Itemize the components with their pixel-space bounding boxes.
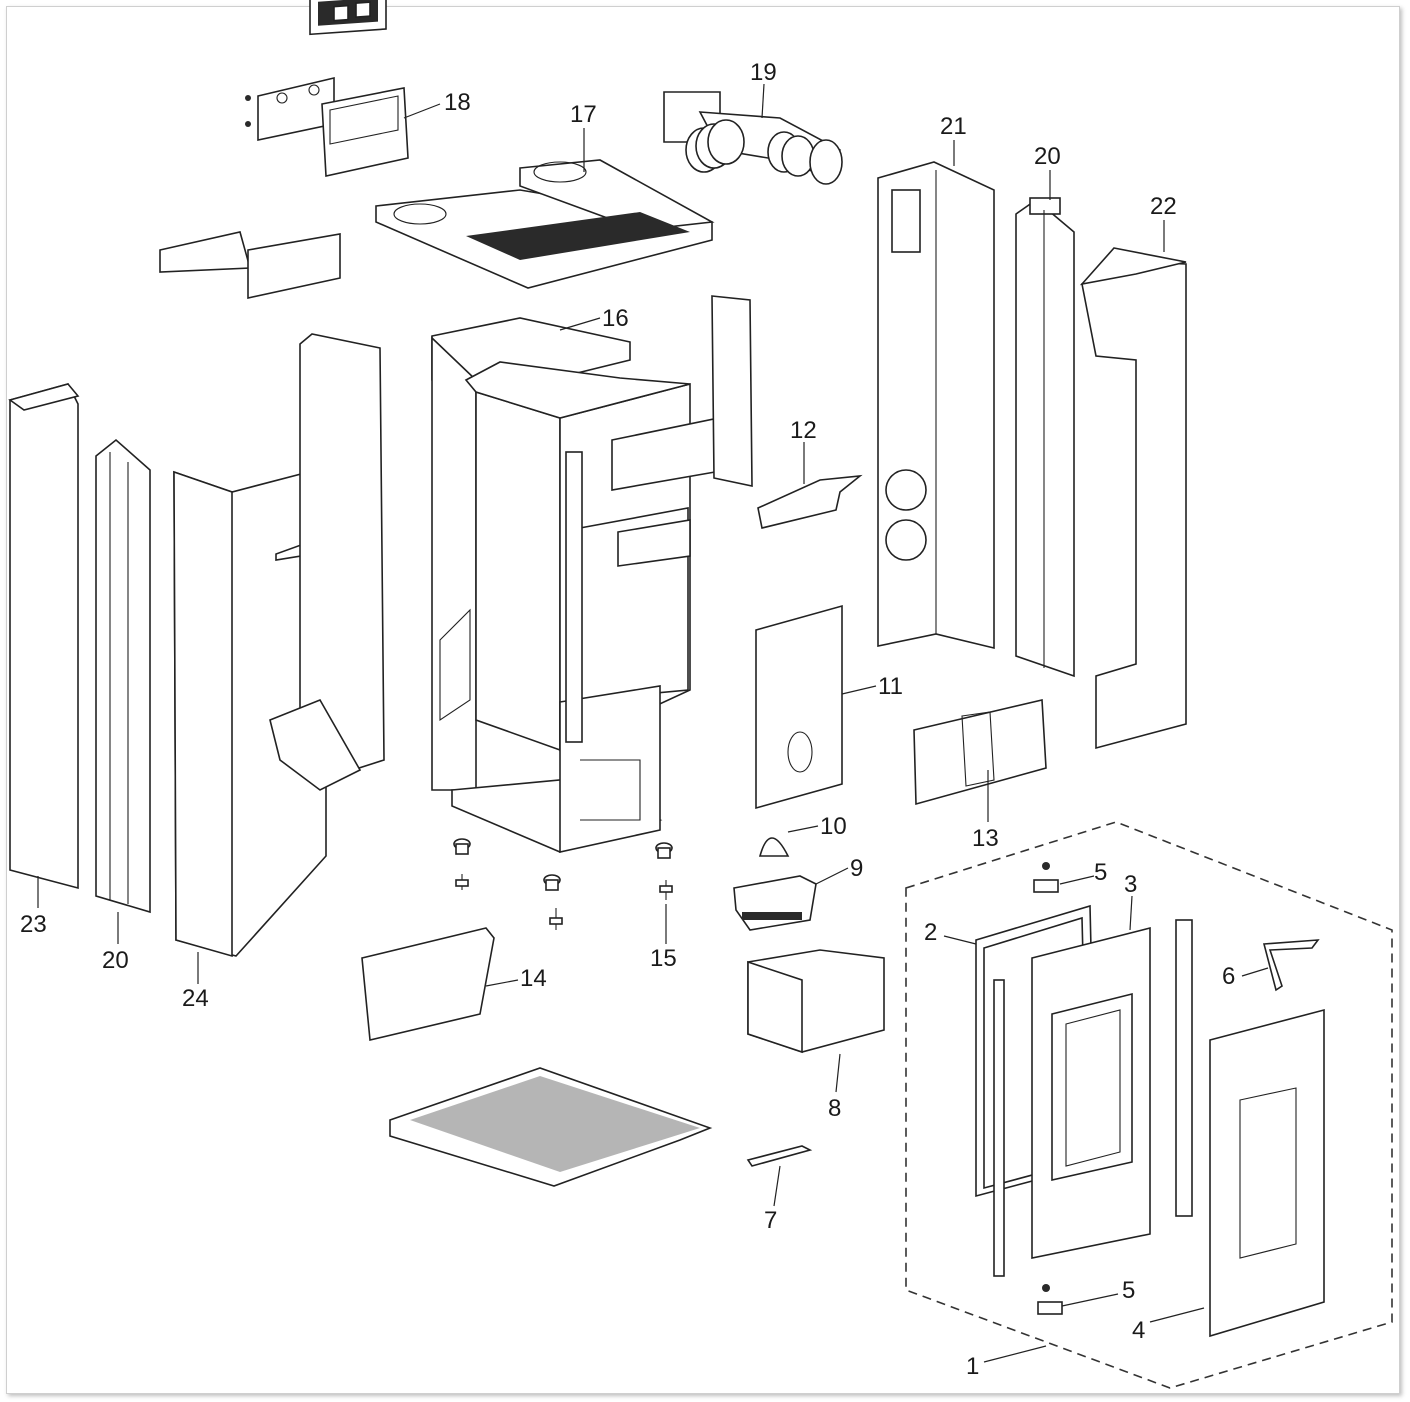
part-13-plate — [913, 699, 1047, 806]
callout-6: 6 — [1222, 963, 1235, 990]
callout-3: 3 — [1124, 871, 1137, 898]
part-20-upright-right — [1015, 197, 1075, 678]
part-21-rear-panel — [877, 161, 995, 650]
part-6-handle — [1262, 939, 1320, 992]
part-8-ash-drawer — [747, 949, 885, 1054]
callout-22: 22 — [1150, 193, 1177, 220]
callout-18: 18 — [444, 89, 471, 116]
callout-11: 11 — [878, 673, 903, 700]
part-24-front-panel — [173, 333, 385, 958]
part-20-upright-left — [95, 438, 151, 914]
callout-13: 13 — [972, 825, 999, 852]
leader-lines — [37, 83, 1269, 1363]
callout-5-bottom: 5 — [1122, 1277, 1135, 1304]
callout-10: 10 — [820, 813, 847, 840]
part-14-bracket — [361, 927, 495, 1041]
callout-24: 24 — [182, 985, 209, 1012]
part-9-burn-pot — [733, 875, 817, 931]
callout-16: 16 — [602, 305, 629, 332]
callout-4: 4 — [1132, 1317, 1145, 1344]
callout-21: 21 — [940, 113, 967, 140]
callout-12: 12 — [790, 417, 817, 444]
part-17-top-plate — [375, 159, 715, 289]
callout-14: 14 — [520, 965, 547, 992]
callout-17: 17 — [570, 101, 597, 128]
part-16-main-body — [431, 295, 753, 853]
part-12-deflector — [757, 474, 863, 529]
part-10-clip — [758, 837, 790, 857]
part-5-hinge-bottom — [1037, 1284, 1063, 1315]
part-18-control-panel — [245, 0, 409, 177]
callout-labels: 18 17 19 21 20 22 16 12 11 13 10 9 8 14 … — [20, 59, 1235, 1380]
callout-9: 9 — [850, 855, 863, 882]
callout-15: 15 — [650, 945, 677, 972]
callout-8: 8 — [828, 1095, 841, 1122]
part-3-door-frame — [993, 926, 1151, 1277]
callout-23: 23 — [20, 911, 47, 938]
callout-1: 1 — [966, 1353, 979, 1380]
callout-5-top: 5 — [1094, 859, 1107, 886]
callout-2: 2 — [924, 919, 937, 946]
part-11-back-plate — [755, 604, 843, 810]
callout-7: 7 — [764, 1207, 777, 1234]
callout-19: 19 — [750, 59, 777, 86]
part-23-side-panel — [8, 383, 80, 890]
door-assembly-boundary — [905, 821, 1393, 1389]
part-strip — [1175, 919, 1193, 1217]
callout-20-right: 20 — [1034, 143, 1061, 170]
part-base-tray — [389, 1067, 713, 1187]
part-4-glass — [1209, 1008, 1325, 1338]
part-heat-shield — [159, 231, 341, 299]
callout-20-left: 20 — [102, 947, 129, 974]
part-15-feet — [453, 838, 673, 930]
part-22-side-panel — [1079, 247, 1187, 750]
part-19-flue-pipe — [663, 91, 843, 185]
part-5-hinge-top — [1033, 862, 1059, 893]
part-7-bracket — [746, 1145, 813, 1167]
